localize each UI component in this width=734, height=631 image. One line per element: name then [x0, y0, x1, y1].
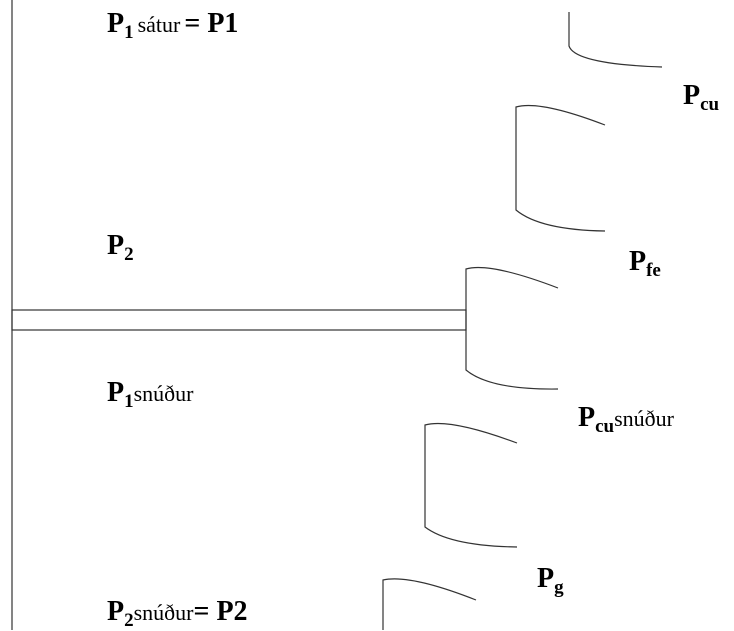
loss-bracket-bottom [382, 578, 477, 630]
subscript: 1 [124, 391, 134, 412]
rhs: = P1 [184, 8, 239, 39]
label-p2: P2 [107, 230, 134, 265]
label-p1-rotor: P1snúður [107, 377, 194, 412]
label-pcu: Pcu [683, 80, 719, 115]
symbol: P [107, 8, 125, 39]
word: snúður [614, 406, 674, 431]
word: sátur [137, 12, 181, 37]
word: snúður [133, 381, 194, 406]
symbol: P [683, 80, 701, 111]
symbol: P [629, 246, 647, 277]
symbol: P [537, 563, 555, 594]
label-p1-stator: P1 sátur = P1 [107, 8, 239, 43]
loss-bracket-pcu-rotor [465, 266, 559, 390]
symbol: P [107, 230, 125, 261]
label-pfe: Pfe [629, 246, 661, 281]
shaft-bar [11, 309, 467, 331]
rhs: = P2 [193, 596, 248, 627]
label-pcu-rotor: Pcusnúður [578, 402, 674, 437]
subscript: cu [700, 94, 720, 115]
subscript: 2 [124, 244, 134, 265]
loss-bracket-pg [424, 422, 518, 548]
subscript: 2 [124, 610, 134, 631]
word: snúður [133, 600, 194, 625]
symbol: P [107, 377, 125, 408]
symbol: P [107, 596, 125, 627]
subscript: 1 [124, 22, 134, 43]
loss-bracket-pcu [568, 12, 663, 68]
subscript: g [554, 577, 564, 598]
loss-bracket-pfe [515, 104, 606, 232]
subscript: fe [646, 260, 661, 281]
subscript: cu [595, 416, 615, 437]
label-pg: Pg [537, 563, 564, 598]
symbol: P [578, 402, 596, 433]
label-p2-rotor: P2snúður= P2 [107, 596, 248, 631]
